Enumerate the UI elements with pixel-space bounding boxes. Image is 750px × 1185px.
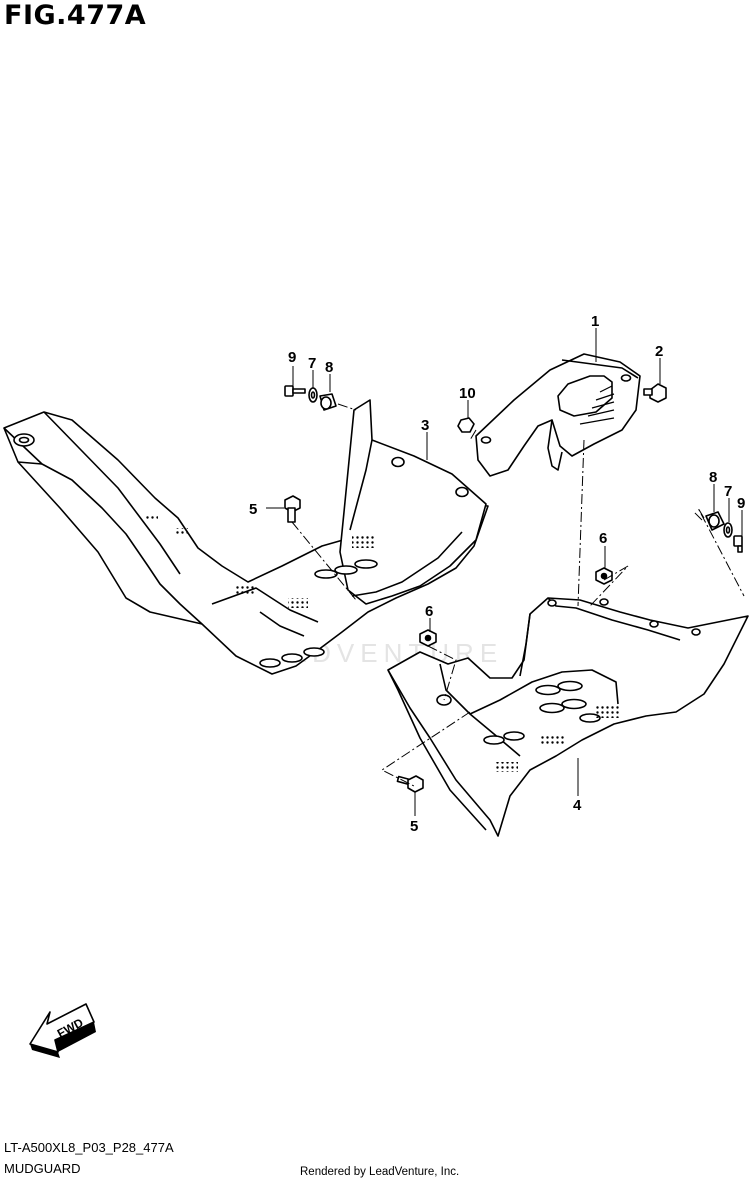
part-5-bolt-upper xyxy=(284,495,301,523)
callout-1: 1 xyxy=(591,313,599,330)
fwd-arrow-icon: FWD xyxy=(29,1003,96,1058)
callout-5-lower: 5 xyxy=(410,818,418,835)
callout-4: 4 xyxy=(573,797,582,814)
part-10-nut xyxy=(457,417,475,433)
part-7-washer-right xyxy=(723,522,733,538)
part-6-screw-center xyxy=(595,567,613,585)
callout-7-left: 7 xyxy=(308,355,316,372)
part-3-front-mudguard xyxy=(3,399,489,675)
diagram-name: MUDGUARD xyxy=(4,1161,81,1176)
callout-6-center: 6 xyxy=(599,530,607,547)
leader-lines xyxy=(266,328,745,816)
part-4-rear-mudguard xyxy=(387,597,749,837)
callout-9-left: 9 xyxy=(288,349,296,366)
callout-9-right: 9 xyxy=(737,495,745,512)
render-credit: Rendered by LeadVenture, Inc. xyxy=(300,1166,460,1178)
part-2-bolt xyxy=(643,383,667,403)
part-9-screw-right xyxy=(733,535,743,553)
callout-10: 10 xyxy=(459,385,476,402)
part-6-screw-lower xyxy=(419,629,437,647)
part-9-screw-left xyxy=(284,385,306,397)
part-8-grommet-right xyxy=(705,511,725,531)
figure-title: FIG.477A xyxy=(4,0,147,31)
callout-8-right: 8 xyxy=(709,469,717,486)
callout-7-right: 7 xyxy=(724,483,732,500)
part-1-side-cover xyxy=(475,353,641,477)
part-7-washer-left xyxy=(308,387,318,403)
part-5-bolt-lower xyxy=(396,775,424,793)
callout-6-lower: 6 xyxy=(425,603,433,620)
diagram-code: LT-A500XL8_P03_P28_477A xyxy=(4,1140,174,1155)
callout-8-left: 8 xyxy=(325,359,333,376)
part-8-grommet-left xyxy=(319,393,337,411)
callout-2: 2 xyxy=(655,343,663,360)
callout-5-upper: 5 xyxy=(249,501,257,518)
callout-3: 3 xyxy=(421,417,429,434)
